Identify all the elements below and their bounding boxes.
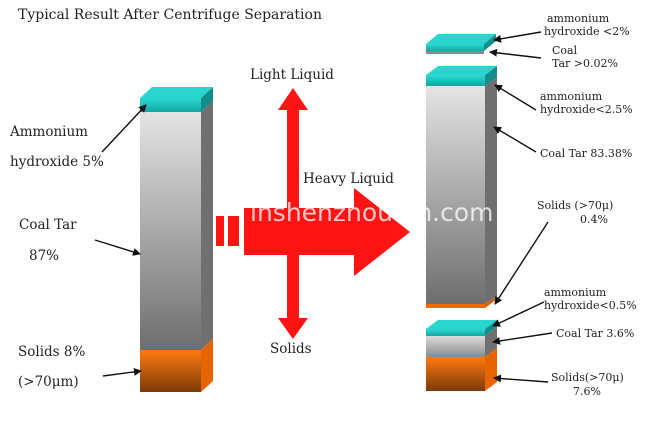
leader-feed-ammonium [101,104,147,153]
solids-ammonium-label-line1: ammonium [544,286,607,299]
heavy-ammonium-layer [426,75,485,86]
feed-solids-side [201,339,213,392]
solids-solids-label-line1: Solids(>70μ) [551,371,624,384]
feed-coal-tar-side [201,101,213,350]
solids-flow-label: Solids [270,341,312,357]
leader-heavy-ammonium [494,84,537,111]
leader-light-ammonium [493,31,542,43]
leader-heavy-solids [494,221,549,305]
feed-ammonium-label-line1: Ammonium [10,124,88,140]
leader-light-coal-tar [489,48,542,59]
leader-solids-coal-tar [492,332,553,345]
heavy-solids-label-line2: 0.4% [580,213,608,226]
heavy-liquid-arrow [244,188,410,276]
solids-column [426,320,497,391]
heavy-coal-tar-side [485,77,497,304]
solids-coal-tar-side [485,327,497,357]
feed-coal-tar-layer [140,112,201,350]
solids-ammonium-layer [426,329,485,336]
heavy-ammonium-label-line1: ammonium [540,90,603,103]
light-ammonium-label-line2: hydroxide <2% [544,25,630,38]
diagram-title: Typical Result After Centrifuge Separati… [18,7,322,23]
heavy-ammonium-top [426,66,497,75]
light-ammonium-top [426,34,496,44]
light-coal-tar-label-line1: Coal [552,44,578,57]
leader-solids-ammonium [492,301,545,327]
solids-coal-tar-label: Coal Tar 3.6% [556,327,635,340]
heavy-solids-layer [426,304,485,308]
leader-lines [94,31,553,383]
heavy-solids-side [485,296,497,308]
feed-solids-label-line2: (>70μm) [18,374,79,390]
arrow-stripe-1 [216,216,224,246]
light-ammonium-layer [426,44,484,51]
light-coal-tar-label-line2: Tar >0.02% [552,57,618,70]
leader-solids-solids [493,374,549,383]
solids-arrow [278,238,308,339]
solids-coal-tar-layer [426,336,485,357]
heavy-liquid-column [426,66,497,308]
light-liquid-label: Light Liquid [250,67,334,83]
heavy-coal-tar-layer [426,86,485,304]
heavy-liquid-label: Heavy Liquid [303,171,394,187]
light-ammonium-label-line1: ammonium [547,12,610,25]
solids-solids-label-line2: 7.6% [573,385,601,398]
leader-feed-coal-tar [94,239,141,256]
feed-ammonium-top [140,87,213,98]
light-liquid-column [426,34,496,54]
heavy-coal-tar-label: Coal Tar 83.38% [540,147,633,160]
heavy-solids-label-line1: Solids (>70μ) [537,199,614,212]
feed-ammonium-layer [140,98,201,112]
light-liquid-arrow [278,88,308,225]
feed-ammonium-label-line2: hydroxide 5% [10,154,104,170]
solids-ammonium-label-line2: hydroxide<0.5% [544,299,637,312]
heavy-ammonium-label-line2: hydroxide<2.5% [540,103,633,116]
solids-ammonium-top [426,320,497,329]
feed-solids-label-line1: Solids 8% [18,344,86,360]
leader-feed-solids [102,367,142,377]
feed-coal-tar-label-line2: 87% [29,248,60,264]
light-ammonium-side [484,34,496,51]
feed-solids-layer [140,350,201,392]
feed-column [140,87,213,392]
light-coal-tar-layer [426,51,484,54]
watermark: lnshenzhou.en.com [250,198,494,227]
flow-arrows [216,88,410,339]
arrow-stripe-2 [228,216,239,246]
leader-heavy-coal-tar [493,126,537,153]
heavy-ammonium-side [485,66,497,86]
feed-ammonium-side [201,87,213,112]
feed-coal-tar-label-line1: Coal Tar [19,217,77,233]
solids-solids-layer [426,357,485,391]
